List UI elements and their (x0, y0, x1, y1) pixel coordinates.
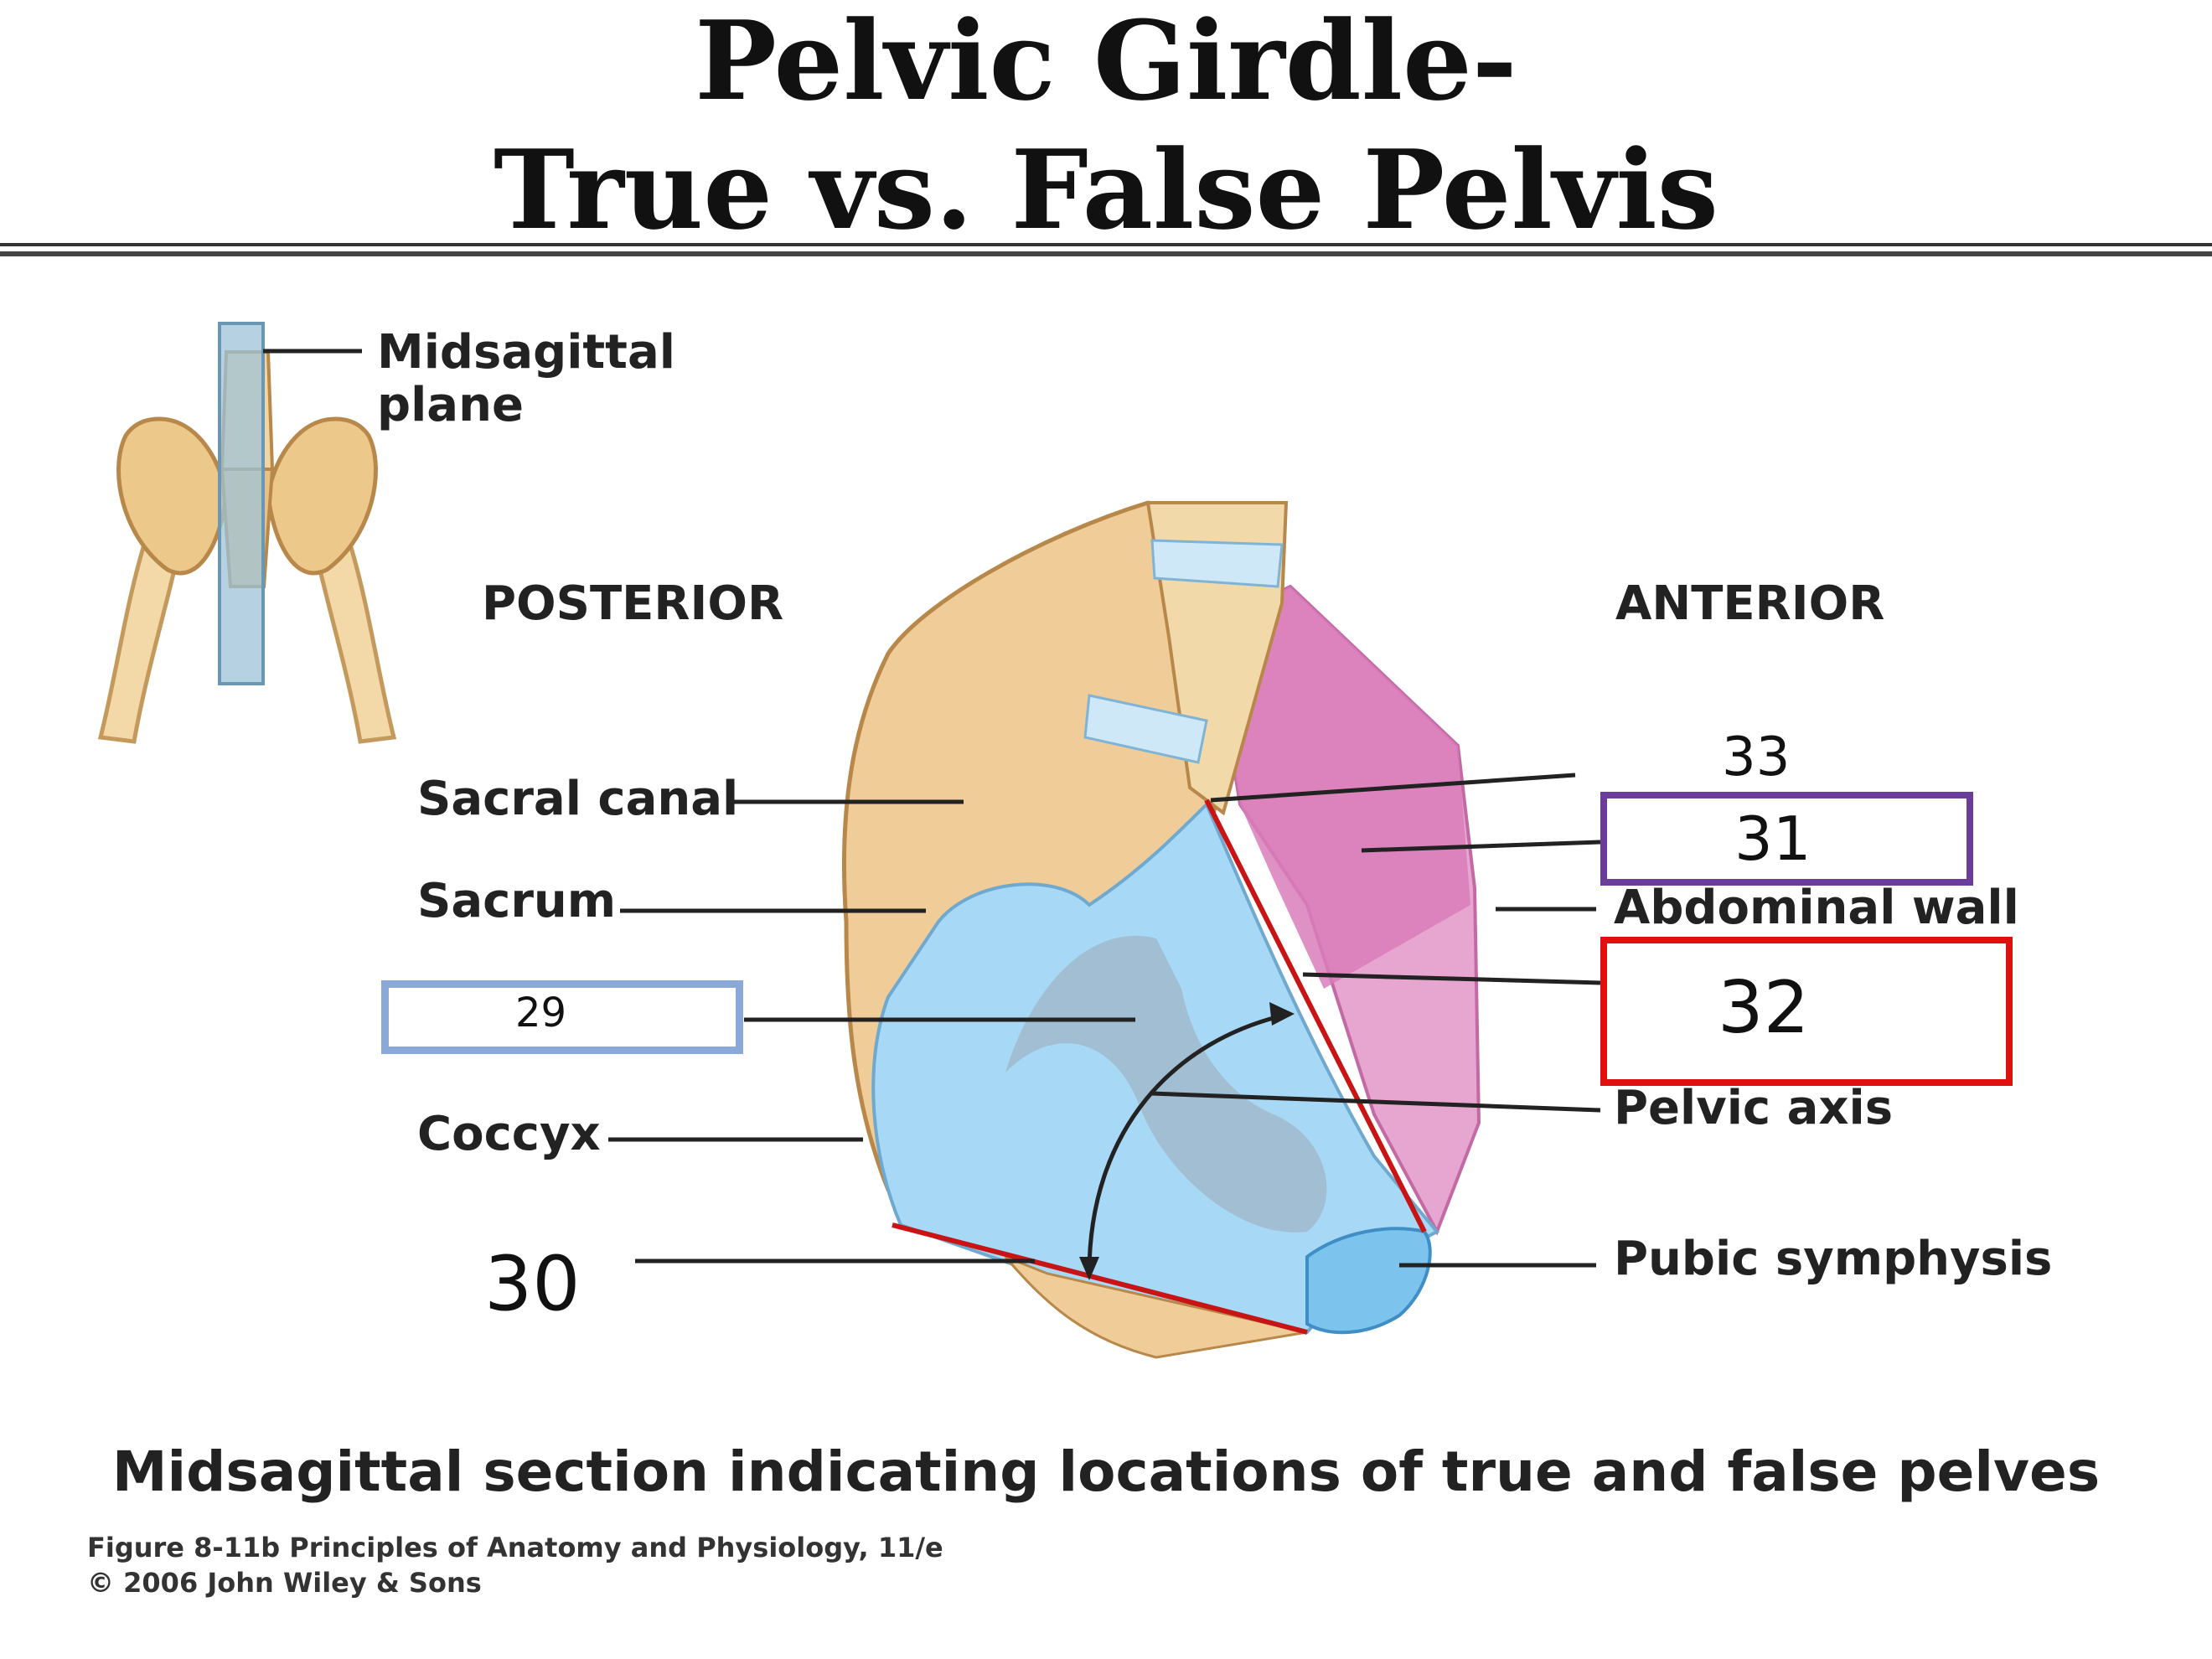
perineal-skin (1004, 1255, 1308, 1359)
slide-title-line2: True vs. False Pelvis (494, 126, 1718, 254)
inset-midsagittal-plane (218, 322, 265, 685)
inset-left-femur (97, 534, 183, 744)
sacrum-label: Sacrum (417, 874, 617, 928)
inset-right-femur (312, 534, 397, 744)
sacral-canal-label: Sacral canal (417, 772, 739, 826)
answer-box-29[interactable] (381, 980, 743, 1054)
anterior-label: ANTERIOR (1615, 576, 1885, 631)
answer-29-text: 29 (515, 990, 567, 1036)
pelvic-outlet-line (892, 1222, 1308, 1335)
coccyx-label: Coccyx (417, 1107, 601, 1161)
pelvic-brim-line (1204, 798, 1427, 1233)
abdominal-wall-label: Abdominal wall (1614, 881, 2019, 935)
figure-caption: Midsagittal section indicating locations… (111, 1439, 2101, 1504)
sagittal-section (841, 500, 1481, 1359)
title-divider (0, 243, 2212, 246)
answer-30-text: 30 (484, 1240, 581, 1328)
intervertebral-disc-upper (1150, 539, 1284, 588)
pubic-symphysis-label: Pubic symphysis (1614, 1232, 2053, 1286)
inset-midsagittal-plane-label: Midsagittal plane (377, 325, 675, 432)
answer-31-text: 31 (1734, 804, 1811, 874)
pelvic-axis-arrow (1087, 1011, 1291, 1274)
pubic-symphysis-cartilage (1305, 1227, 1432, 1335)
intervertebral-disc-lower (1083, 694, 1208, 764)
pelvic-floor-tissue (1005, 935, 1327, 1233)
slide-title-line1: Pelvic Girdle- (695, 0, 1517, 125)
figure-credit-line1: Figure 8-11b Principles of Anatomy and P… (87, 1532, 943, 1563)
pelvic-axis-arrowhead-top (1269, 1002, 1295, 1026)
title-divider-lower (0, 251, 2212, 256)
answer-32-text: 32 (1718, 966, 1810, 1050)
inset-left-ilium (116, 416, 229, 576)
posterior-label: POSTERIOR (482, 576, 784, 631)
leader-lines (608, 773, 1601, 1268)
inset-right-ilium (266, 416, 378, 576)
answer-box-31[interactable] (1600, 792, 1973, 886)
pelvic-axis-arrowhead-bottom (1079, 1257, 1099, 1280)
answer-33-text: 33 (1722, 726, 1791, 788)
inset-pelvis-figure (97, 322, 397, 744)
abdominal-wall (1211, 587, 1470, 989)
figure-credit-line2: © 2006 John Wiley & Sons (87, 1567, 482, 1599)
pelvic-axis-label: Pelvic axis (1614, 1081, 1894, 1135)
answer-box-32[interactable] (1600, 937, 2013, 1086)
